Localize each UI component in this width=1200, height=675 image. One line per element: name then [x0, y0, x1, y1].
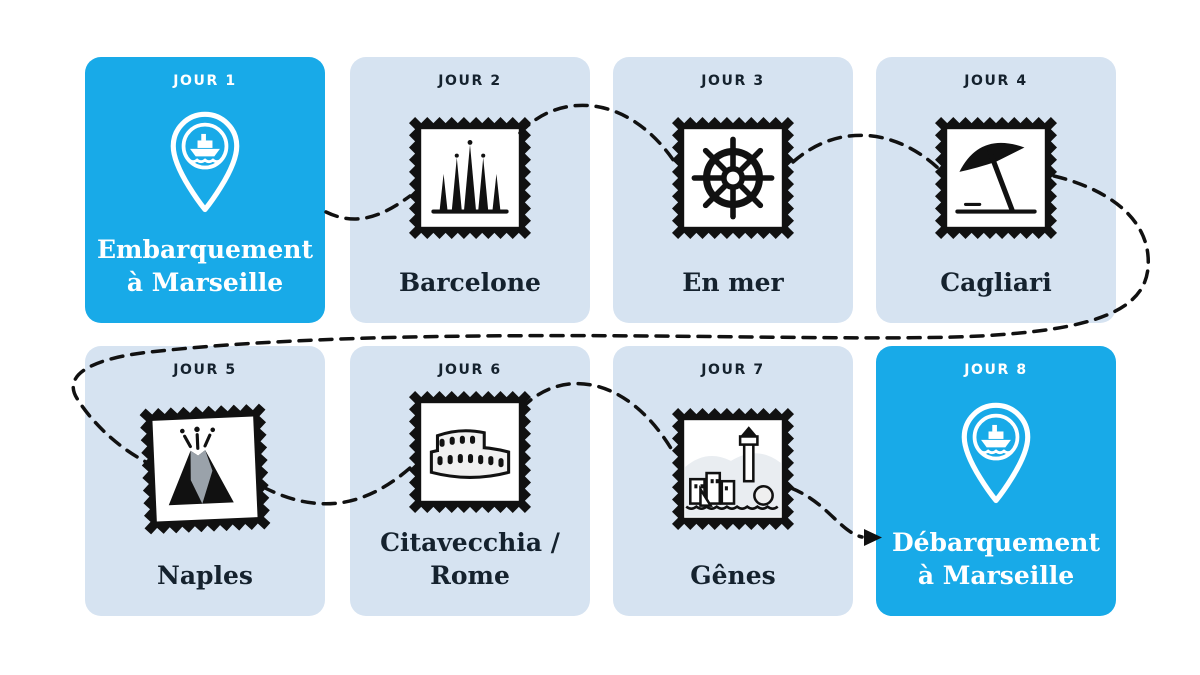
card-title: Embarquement à Marseille — [96, 235, 313, 297]
card-jour-7: JOUR 7 — [613, 346, 853, 616]
card-jour-6: JOUR 6 — [350, 346, 590, 616]
card-jour-4: JOUR 4 Cagliari — [876, 57, 1116, 323]
harbor-town-stamp-icon — [672, 407, 794, 530]
day-label: JOUR 7 — [701, 362, 765, 378]
ship-location-pin-icon — [157, 105, 253, 217]
day-label: JOUR 8 — [964, 362, 1028, 378]
card-title: Débarquement à Marseille — [891, 528, 1101, 590]
sagrada-familia-stamp-icon — [409, 116, 531, 239]
day-label: JOUR 4 — [964, 73, 1028, 89]
beach-umbrella-stamp-icon — [935, 116, 1057, 239]
card-title: Cagliari — [940, 268, 1052, 297]
volcano-stamp-icon — [139, 402, 271, 535]
card-title: Citavecchia / Rome — [380, 528, 560, 590]
card-jour-2: JOUR 2 Barcelone — [350, 57, 590, 323]
day-label: JOUR 1 — [173, 73, 237, 89]
day-label: JOUR 5 — [173, 362, 237, 378]
card-jour-8: JOUR 8 Débarquement à Marseille — [876, 346, 1116, 616]
card-jour-1: JOUR 1 Embarquement à Marseille — [85, 57, 325, 323]
card-title: Naples — [156, 561, 253, 590]
day-label: JOUR 2 — [438, 73, 502, 89]
card-title: Gênes — [690, 561, 776, 590]
card-title: En mer — [682, 268, 784, 297]
ship-location-pin-icon — [948, 396, 1044, 508]
card-jour-3: JOUR 3 En mer — [613, 57, 853, 323]
day-label: JOUR 6 — [438, 362, 502, 378]
ship-wheel-stamp-icon — [672, 116, 794, 239]
colosseum-stamp-icon — [409, 391, 531, 513]
card-title: Barcelone — [399, 268, 541, 297]
card-jour-5: JOUR 5 Naples — [85, 346, 325, 616]
day-label: JOUR 3 — [701, 73, 765, 89]
